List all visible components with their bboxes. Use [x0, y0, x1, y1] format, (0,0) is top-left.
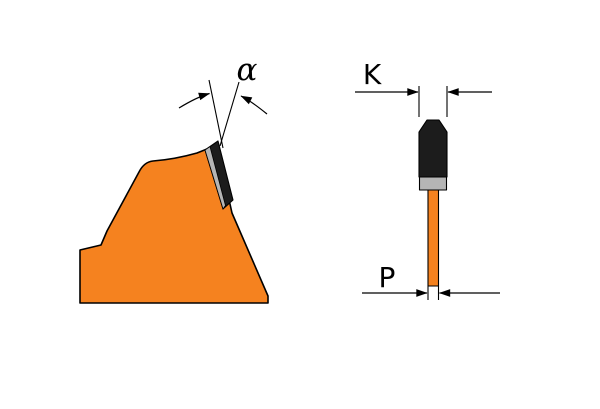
angle-line-face [208, 79, 224, 149]
kerf-cross-section-figure: K P [355, 58, 500, 300]
kerf-width-label: K [363, 58, 382, 91]
angle-arc-left [178, 92, 211, 109]
carbide-tip-front [418, 119, 448, 178]
blade-body-shape [79, 146, 269, 304]
plate-body [427, 189, 440, 287]
plate-thickness-label: P [379, 261, 396, 294]
tooth-profile-figure: α [79, 52, 269, 304]
carbide-tip-ground-face-strip [204, 145, 226, 210]
steel-seat-band [418, 176, 448, 191]
rake-angle-label: α [237, 52, 258, 88]
angle-line-reference [219, 81, 240, 147]
angle-arc-right [240, 95, 268, 115]
